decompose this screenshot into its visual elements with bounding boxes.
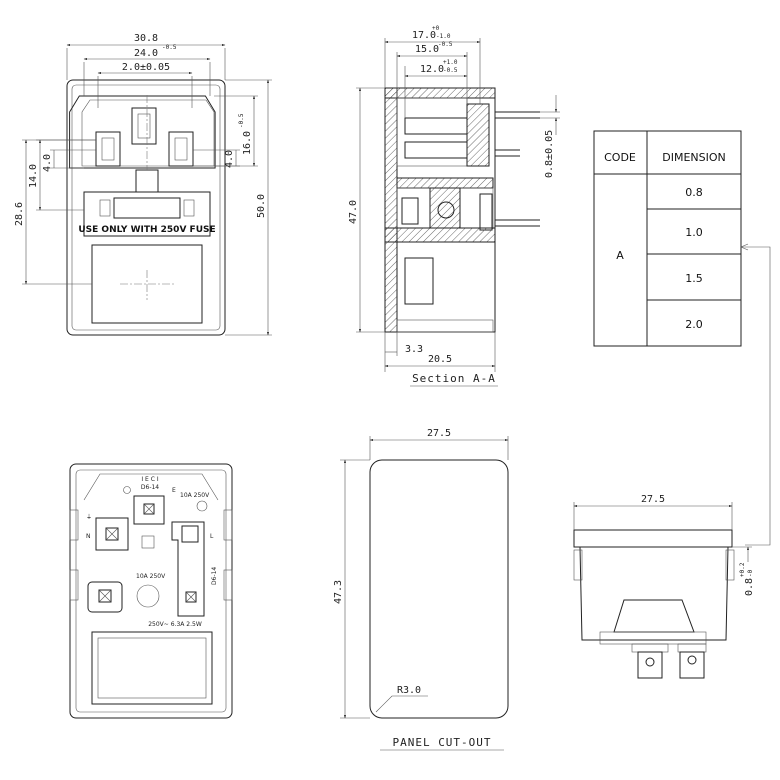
fuse-warning-label: USE ONLY WITH 250V FUSE bbox=[78, 225, 215, 235]
side-view: 27.5 0.8 +0.2 -0 bbox=[573, 494, 755, 679]
dim-socket-height: 16.0 bbox=[242, 131, 253, 155]
svg-text:⏚: ⏚ bbox=[86, 514, 92, 521]
dim-height: 50.0 bbox=[256, 194, 267, 218]
dim-pin-depth: 4.0 bbox=[224, 150, 235, 168]
dim-12-tol-bot: -0.5 bbox=[443, 67, 458, 74]
table-code-a: A bbox=[616, 249, 624, 262]
table-header-code: CODE bbox=[604, 151, 636, 164]
cutout-width: 27.5 bbox=[427, 428, 451, 439]
rear-view: I E C I D6-14 E 10A 250V N ⏚ L 10A 250V … bbox=[69, 463, 233, 719]
mark-side: D6-14 bbox=[211, 567, 218, 585]
dim-thickness: 0.8±0.05 bbox=[544, 130, 555, 178]
dim-offset-286: 28.6 bbox=[14, 202, 25, 226]
dim-socket-height-tol: -0.5 bbox=[238, 113, 245, 128]
dim-12-tol-top: +1.0 bbox=[443, 59, 458, 66]
dim-17-tol-bot: -1.0 bbox=[436, 33, 451, 40]
dimension-table: CODE DIMENSION A 0.8 1.0 1.5 2.0 bbox=[593, 130, 771, 546]
mark-l: L bbox=[210, 533, 214, 540]
dim-17: 17.0 bbox=[412, 30, 436, 41]
dim-205: 20.5 bbox=[428, 354, 452, 365]
cutout-height: 47.3 bbox=[333, 580, 344, 604]
mark-iec: I E C I bbox=[141, 476, 158, 483]
dim-15-tol: -0.5 bbox=[438, 41, 453, 48]
dim-section-height: 47.0 bbox=[348, 200, 359, 224]
dim-12: 12.0 bbox=[420, 64, 444, 75]
dim-inner-width-tol: -0.5 bbox=[162, 44, 177, 51]
side-width: 27.5 bbox=[641, 494, 665, 505]
cutout-caption: PANEL CUT-OUT bbox=[392, 736, 491, 749]
dim-17-tol-top: +0 bbox=[432, 25, 440, 32]
side-thickness-tol-top: +0.2 bbox=[739, 562, 746, 577]
front-view: USE ONLY WITH 250V FUSE 30.8 24.0 -0.5 2… bbox=[14, 33, 272, 336]
table-value: 1.0 bbox=[685, 226, 703, 239]
section-caption: Section A-A bbox=[412, 372, 496, 385]
mark-d614: D6-14 bbox=[141, 484, 159, 491]
dim-inner-width: 24.0 bbox=[134, 48, 158, 59]
mark-rating-top: 10A 250V bbox=[180, 492, 210, 499]
dim-33: 3.3 bbox=[405, 344, 423, 355]
side-thickness-tol-bot: -0 bbox=[747, 569, 754, 577]
dim-15: 15.0 bbox=[415, 44, 439, 55]
dim-width: 30.8 bbox=[134, 33, 158, 44]
section-view: 17.0 +0 -1.0 15.0 -0.5 12.0 +1.0 -0.5 47… bbox=[348, 25, 560, 387]
dim-offset-14: 14.0 bbox=[28, 164, 39, 188]
mark-e: E bbox=[172, 487, 176, 494]
mark-n: N bbox=[86, 533, 91, 540]
table-value: 0.8 bbox=[685, 186, 703, 199]
table-header-dimension: DIMENSION bbox=[662, 151, 726, 164]
table-value: 1.5 bbox=[685, 272, 703, 285]
table-value: 2.0 bbox=[685, 318, 703, 331]
mark-fuse-rating: 250V~ 6.3A 2.5W bbox=[148, 621, 202, 628]
panel-cutout: 27.5 47.3 R3.0 PANEL CUT-OUT bbox=[333, 428, 509, 751]
dim-pin-pitch: 2.0±0.05 bbox=[122, 62, 170, 73]
cutout-radius: R3.0 bbox=[397, 685, 421, 696]
side-thickness: 0.8 bbox=[744, 578, 755, 596]
dim-offset-4: 4.0 bbox=[42, 154, 53, 172]
mark-rating-mid: 10A 250V bbox=[136, 573, 166, 580]
